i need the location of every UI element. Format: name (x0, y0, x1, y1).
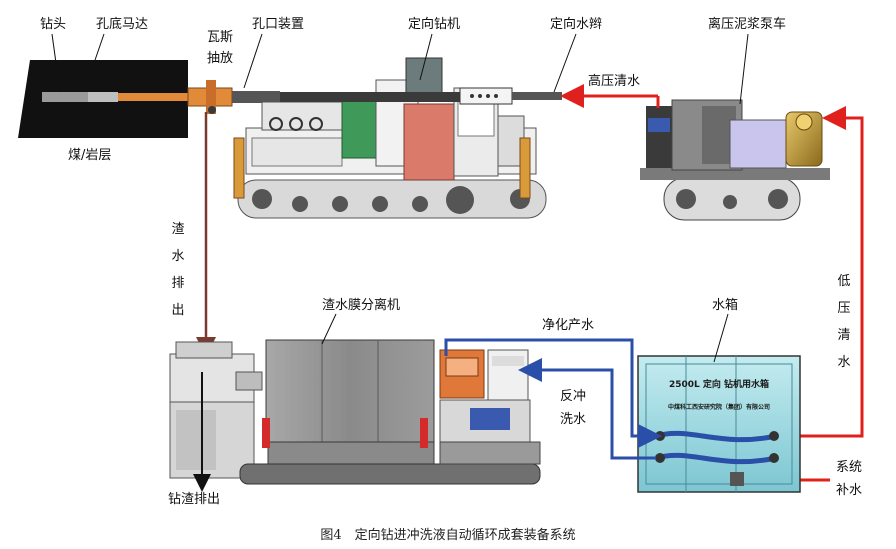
water-tank: 2500L 定向 钻机用水箱 中煤科工西安研究院（集团）有限公司 (637, 355, 801, 493)
system-makeup-label-2: 补水 (836, 483, 863, 498)
swivel-leader (553, 33, 577, 93)
backwash-label-2: 洗水 (560, 412, 587, 427)
water-tank-label: 水箱 (712, 298, 739, 313)
slag-water-discharge-label: 渣水排出 (171, 222, 185, 318)
purified-water-line (444, 338, 662, 448)
low-pressure-water-label: 低压清水 (837, 274, 851, 370)
drill-bit-shape (42, 92, 88, 102)
drill-bit-label: 钻头 (40, 17, 67, 32)
directional-rig-label: 定向钻机 (408, 17, 461, 32)
directional-rig (233, 57, 562, 219)
mud-pump-truck-label: 离压泥浆泵车 (708, 17, 787, 32)
tank-plate-line-1: 2500L 定向 钻机用水箱 (669, 378, 769, 390)
pump-leader (739, 33, 749, 105)
motor-leader (83, 33, 105, 93)
downhole-motor-label: 孔底马达 (96, 17, 149, 32)
orifice-leader (243, 33, 263, 89)
drill-bit-leader (51, 33, 61, 93)
mud-pump-truck (640, 99, 830, 221)
separator-leader (321, 313, 337, 345)
high-pressure-water-label: 高压清水 (588, 74, 641, 89)
drill-rod (118, 93, 210, 101)
backwash-line (518, 358, 656, 460)
tank-leader (713, 313, 729, 363)
orifice-device (187, 80, 280, 114)
downhole-motor-shape (88, 92, 118, 102)
water-swivel-label: 定向水辫 (550, 17, 603, 32)
cuttings-discharge-label: 钻渣排出 (168, 492, 221, 507)
rig-leader (419, 33, 433, 81)
gas-extraction-label-1: 瓦斯 (207, 30, 234, 45)
membrane-separator-label: 渣水膜分离机 (322, 298, 401, 313)
coal-rock-layer-label: 煤/岩层 (68, 148, 112, 163)
coal-rock-layer (18, 60, 210, 138)
backwash-label-1: 反冲 (560, 389, 587, 404)
figure-caption: 图4 定向钻进冲洗液自动循环成套装备系统 (320, 528, 576, 543)
orifice-device-label: 孔口装置 (252, 17, 305, 32)
system-makeup-label-1: 系统 (836, 460, 863, 475)
membrane-separator (239, 339, 541, 485)
low-pressure-line (776, 106, 864, 438)
purified-water-label: 净化产水 (542, 318, 595, 333)
gas-extraction-label-2: 抽放 (207, 51, 234, 66)
cuttings-tank (169, 341, 263, 479)
tank-plate-line-2: 中煤科工西安研究院（集团）有限公司 (668, 403, 770, 411)
